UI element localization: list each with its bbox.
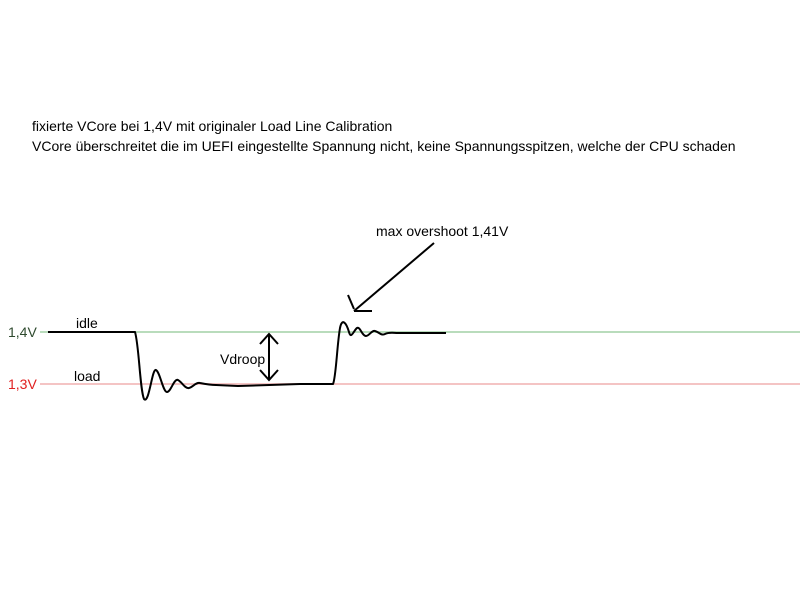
overshoot-label: max overshoot 1,41V [376,223,509,239]
overshoot-arrow [347,242,435,312]
vcore-trace [48,321,446,401]
level-label-1-3v: 1,3V [8,376,37,392]
vdroop-arrow [259,332,279,382]
vdroop-label: Vdroop [220,351,265,367]
load-label: load [74,368,100,384]
idle-label: idle [76,315,98,331]
caption-line-1: fixierte VCore bei 1,4V mit originaler L… [32,118,393,134]
level-label-1-4v: 1,4V [8,324,37,340]
caption-line-2: VCore überschreitet die im UEFI eingeste… [32,138,736,154]
